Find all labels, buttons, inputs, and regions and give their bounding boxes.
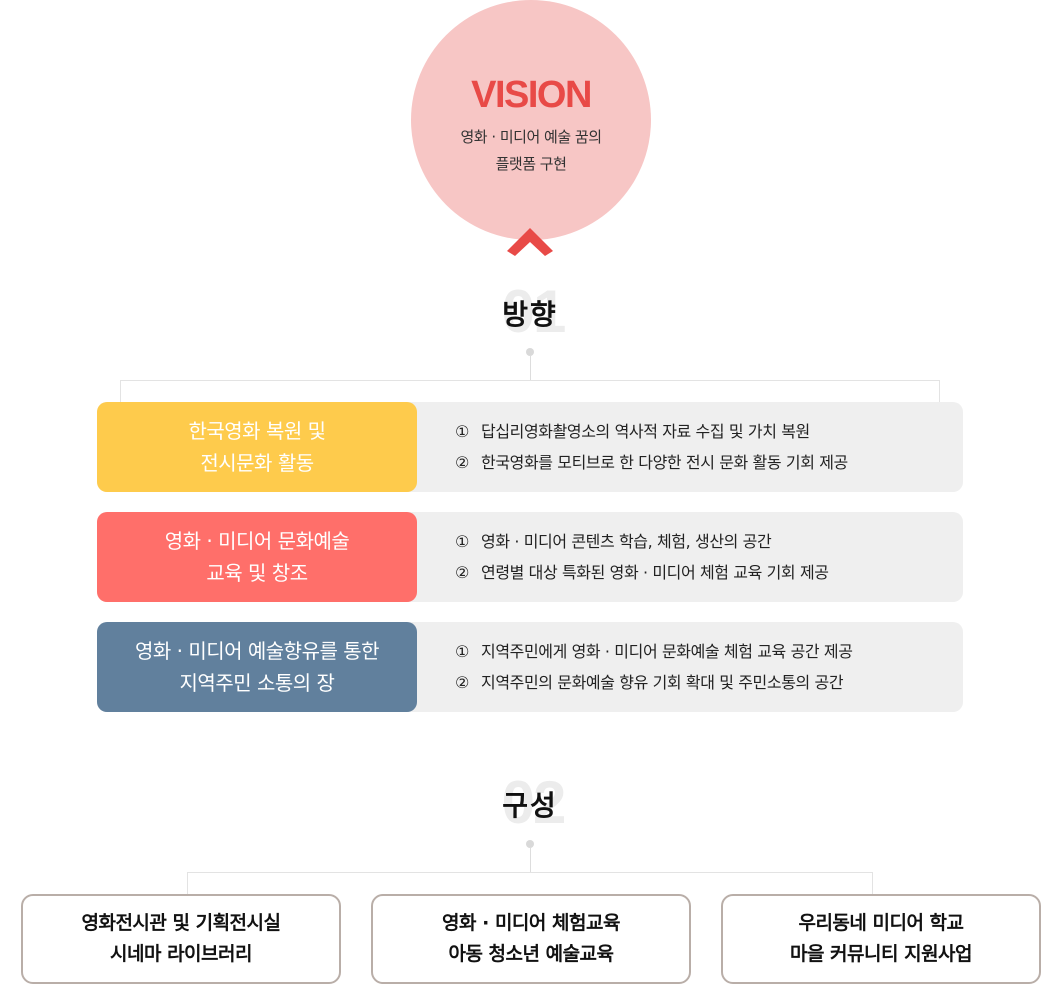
direction-label-2: 영화 · 미디어 문화예술 교육 및 창조 <box>97 512 417 602</box>
composition-box-1-line2: 시네마 라이브러리 <box>110 943 252 965</box>
connector-bracket-left <box>120 380 121 402</box>
direction-label-2-line2: 교육 및 창조 <box>206 561 308 585</box>
item-number: ② <box>455 453 469 472</box>
vision-title: VISION <box>471 74 592 116</box>
connector-line <box>530 356 531 380</box>
composition-box-2: 영화 · 미디어 체험교육 아동 청소년 예술교육 <box>371 894 691 984</box>
list-item: ① 영화 · 미디어 콘텐츠 학습, 체험, 생산의 공간 <box>455 526 955 557</box>
item-text: 한국영화를 모티브로 한 다양한 전시 문화 활동 기회 제공 <box>481 453 848 472</box>
connector-bracket-right <box>939 380 940 402</box>
composition-box-1-line1: 영화전시관 및 기획전시실 <box>81 912 281 934</box>
section1-title: 방향 <box>502 298 558 331</box>
composition-box-3: 우리동네 미디어 학교 마을 커뮤니티 지원사업 <box>721 894 1041 984</box>
connector-dot <box>526 840 534 848</box>
item-number: ② <box>455 563 469 582</box>
vision-desc-line1: 영화 · 미디어 예술 꿈의 <box>460 128 602 146</box>
item-text: 답십리영화촬영소의 역사적 자료 수집 및 가치 복원 <box>481 422 810 441</box>
composition-box-2-line1: 영화 · 미디어 체험교육 <box>442 912 620 934</box>
connector-bracket-left <box>187 872 188 894</box>
direction-label-1-line2: 전시문화 활동 <box>200 451 314 475</box>
section2-title: 구성 <box>502 789 558 822</box>
list-item: ② 지역주민의 문화예술 향유 기회 확대 및 주민소통의 공간 <box>455 667 955 698</box>
direction-label-1: 한국영화 복원 및 전시문화 활동 <box>97 402 417 492</box>
item-number: ① <box>455 642 469 661</box>
composition-box-1: 영화전시관 및 기획전시실 시네마 라이브러리 <box>21 894 341 984</box>
connector-bracket <box>187 872 873 873</box>
direction-items-3: ① 지역주민에게 영화 · 미디어 문화예술 체험 교육 공간 제공 ② 지역주민의… <box>455 622 955 712</box>
list-item: ② 연령별 대상 특화된 영화 · 미디어 체험 교육 기회 제공 <box>455 557 955 588</box>
item-text: 영화 · 미디어 콘텐츠 학습, 체험, 생산의 공간 <box>481 532 772 551</box>
direction-label-2-line1: 영화 · 미디어 문화예술 <box>164 529 350 553</box>
list-item: ① 답십리영화촬영소의 역사적 자료 수집 및 가치 복원 <box>455 416 955 447</box>
item-number: ② <box>455 673 469 692</box>
vision-circle <box>411 0 651 240</box>
connector-bracket <box>120 380 940 381</box>
direction-label-1-line1: 한국영화 복원 및 <box>188 419 326 443</box>
direction-label-3-line1: 영화 · 미디어 예술향유를 통한 <box>134 639 380 663</box>
item-number: ① <box>455 532 469 551</box>
composition-box-2-line2: 아동 청소년 예술교육 <box>448 943 614 965</box>
composition-box-3-line2: 마을 커뮤니티 지원사업 <box>789 943 973 965</box>
section2-number: 02 <box>501 769 567 836</box>
connector-line <box>530 848 531 872</box>
item-text: 지역주민의 문화예술 향유 기회 확대 및 주민소통의 공간 <box>481 673 844 692</box>
chevron-up-icon <box>507 228 553 256</box>
direction-items-2: ① 영화 · 미디어 콘텐츠 학습, 체험, 생산의 공간 ② 연령별 대상 특화된… <box>455 512 955 602</box>
list-item: ① 지역주민에게 영화 · 미디어 문화예술 체험 교육 공간 제공 <box>455 636 955 667</box>
list-item: ② 한국영화를 모티브로 한 다양한 전시 문화 활동 기회 제공 <box>455 447 955 478</box>
direction-items-1: ① 답십리영화촬영소의 역사적 자료 수집 및 가치 복원 ② 한국영화를 모티브로… <box>455 402 955 492</box>
direction-label-3-line2: 지역주민 소통의 장 <box>179 671 335 695</box>
vision-description: 영화 · 미디어 예술 꿈의 플랫폼 구현 <box>411 124 651 178</box>
item-number: ① <box>455 422 469 441</box>
direction-label-3: 영화 · 미디어 예술향유를 통한 지역주민 소통의 장 <box>97 622 417 712</box>
composition-box-3-line1: 우리동네 미디어 학교 <box>798 912 964 934</box>
vision-desc-line2: 플랫폼 구현 <box>495 155 567 173</box>
item-text: 연령별 대상 특화된 영화 · 미디어 체험 교육 기회 제공 <box>481 563 829 582</box>
connector-bracket-right <box>872 872 873 894</box>
section1-number: 01 <box>501 278 567 345</box>
connector-dot <box>526 348 534 356</box>
item-text: 지역주민에게 영화 · 미디어 문화예술 체험 교육 공간 제공 <box>481 642 853 661</box>
